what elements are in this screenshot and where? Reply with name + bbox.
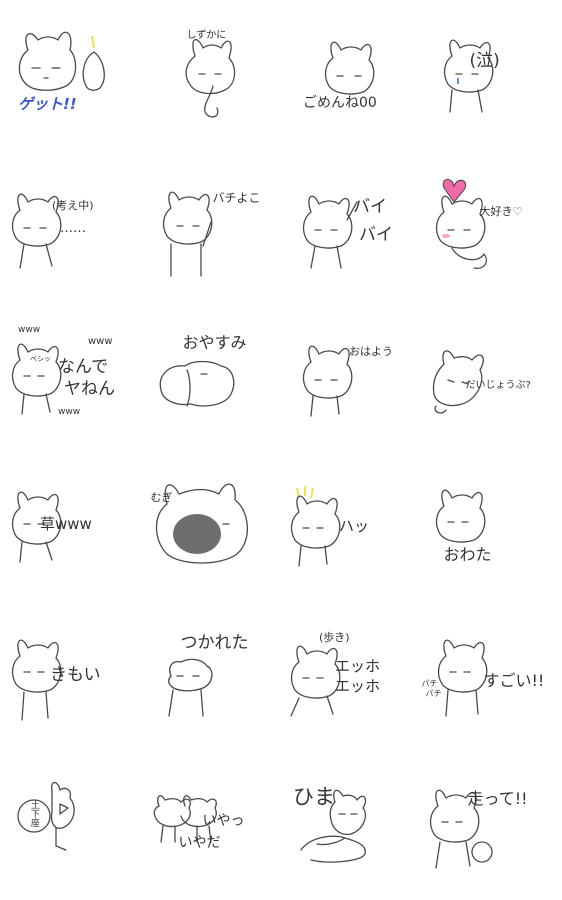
bunny-drawing [184, 38, 235, 118]
bunny-drawing [290, 645, 341, 717]
caption-7b: バイ [359, 225, 393, 245]
sticker-3[interactable]: ごめんね00 [281, 0, 422, 150]
caption-20b: パチ [425, 689, 442, 698]
bunny-drawing [324, 41, 375, 95]
caption-5a: (考え中) [52, 199, 94, 212]
sticker-20[interactable]: パチ パチ すごい!! [422, 600, 562, 750]
sticker-12[interactable]: だいじょうぶ? [422, 300, 562, 450]
bunny-drawing [162, 191, 212, 277]
sticker-19[interactable]: (歩き) エッホ エッホ [281, 600, 422, 750]
bunny-drawing [302, 345, 353, 417]
bunny-drawing [11, 193, 62, 269]
bunny-drawing [302, 195, 358, 269]
sticker-21[interactable]: 土下座 [0, 750, 141, 900]
sticker-23[interactable]: ひま [281, 750, 422, 900]
caption-3: ごめんね00 [303, 95, 377, 111]
caption-21: 土下座 [28, 800, 39, 827]
sticker-24[interactable]: 走って!! [422, 750, 562, 900]
sticker-18[interactable]: つかれた [141, 600, 282, 750]
sticker-2[interactable]: しずかに [141, 0, 282, 150]
sticker-15[interactable]: ハッ [281, 450, 422, 600]
sticker-16[interactable]: おわた [422, 450, 562, 600]
sticker-9[interactable]: www ベシッ なんで ヤねん www www [0, 300, 141, 450]
caption-24: 走って!! [467, 789, 528, 808]
bunny-drawing [11, 343, 62, 415]
bunny-drawing [437, 639, 487, 717]
caption-17: きもい [50, 665, 101, 685]
sticker-22[interactable]: いやっ いやだ [141, 750, 282, 900]
caption-16: おわた [443, 545, 492, 564]
caption-9b: ベシッ [30, 355, 51, 363]
caption-11: おはよう [349, 345, 393, 358]
caption-2: しずかに [186, 30, 227, 41]
caption-8: 大好き♡ [479, 205, 523, 218]
caption-5b: …… [60, 221, 86, 236]
caption-22b: いやだ [178, 835, 221, 851]
caption-9e: www [88, 336, 113, 347]
caption-15: ハッ [339, 517, 370, 535]
caption-1: ゲット!! [18, 95, 77, 113]
sticker-13[interactable]: 草www [0, 450, 141, 600]
bunny-drawing [155, 483, 248, 564]
bunny-drawing [443, 39, 493, 113]
caption-9c: なんで [58, 357, 109, 377]
bunny-drawing [429, 789, 493, 869]
caption-10: おやすみ [182, 333, 247, 352]
caption-13: 草www [40, 515, 92, 533]
caption-4: (泣) [469, 51, 500, 71]
bunny-drawing [290, 486, 341, 567]
bunny-drawing [167, 658, 213, 717]
bunny-drawing [300, 789, 367, 863]
caption-7a: バイ [353, 197, 387, 217]
caption-19a: (歩き) [319, 631, 350, 644]
caption-23: ひま [293, 785, 335, 809]
caption-12: だいじょうぶ? [465, 380, 531, 391]
bunny-drawing [11, 491, 62, 563]
sticker-11[interactable]: おはよう [281, 300, 422, 450]
sticker-14[interactable]: むぎ [141, 450, 282, 600]
caption-9a: www [18, 325, 41, 335]
caption-19b: エッホ [335, 657, 381, 675]
caption-9f: www [58, 407, 81, 417]
caption-22a: いやっ [202, 813, 245, 829]
sticker-1[interactable]: ゲット!! [0, 0, 141, 150]
bunny-drawing [435, 179, 487, 269]
sticker-6[interactable]: バチよこ [141, 150, 282, 300]
caption-20c: すごい!! [483, 671, 545, 690]
bunny-drawing [432, 350, 484, 414]
caption-20a: パチ [421, 679, 438, 688]
sticker-7[interactable]: バイ バイ [281, 150, 422, 300]
caption-19c: エッホ [335, 677, 381, 695]
sticker-17[interactable]: きもい [0, 600, 141, 750]
sticker-10[interactable]: おやすみ [141, 300, 282, 450]
bunny-drawing [435, 489, 485, 543]
caption-9d: ヤねん [64, 379, 115, 399]
bunny-drawing [18, 31, 105, 91]
bunny-drawing [159, 360, 234, 407]
caption-18: つかれた [180, 633, 249, 653]
sticker-5[interactable]: (考え中) …… [0, 150, 141, 300]
bunny-drawing [153, 795, 217, 843]
bunny-drawing [17, 781, 75, 851]
caption-6: バチよこ [212, 191, 261, 205]
sticker-8[interactable]: 大好き♡ [422, 150, 562, 300]
bunny-drawing [11, 639, 62, 721]
caption-14: むぎ [150, 491, 173, 504]
sticker-4[interactable]: (泣) [422, 0, 562, 150]
